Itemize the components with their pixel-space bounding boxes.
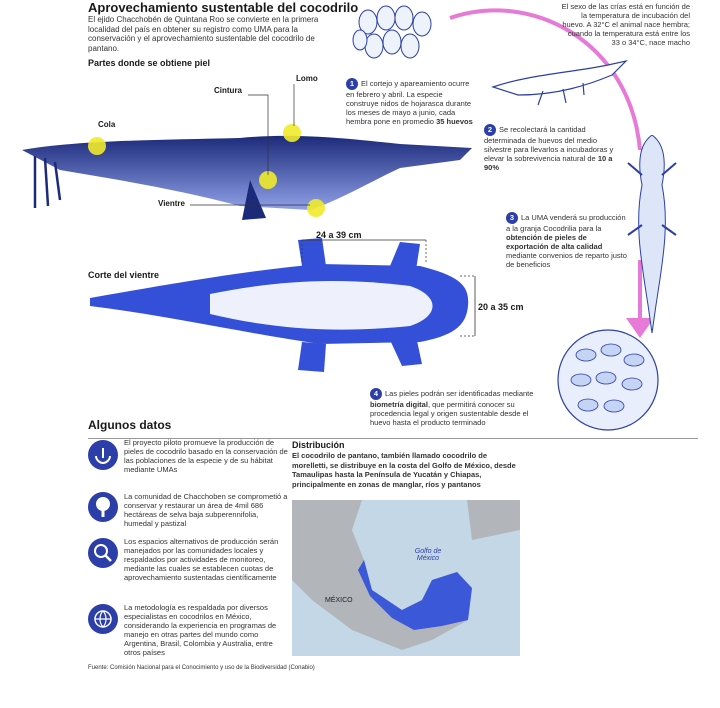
- fact-3-text: Los espacios alternativos de producción …: [124, 537, 279, 582]
- map-label-mexico: MÉXICO: [325, 597, 353, 604]
- step-1-highlight: 35 huevos: [436, 117, 473, 126]
- step-3-text-end: mediante convenios de reparto justo de b…: [506, 251, 627, 269]
- globe-icon: [88, 604, 118, 634]
- section-divider: [88, 438, 698, 439]
- distribution-heading: Distribución: [292, 440, 345, 450]
- part-leader-lines: [190, 84, 310, 206]
- hands-icon: [88, 440, 118, 470]
- step-4-highlight: biometría digital: [370, 400, 428, 409]
- facts-heading: Algunos datos: [88, 418, 172, 432]
- intro-text: El ejido Chacchobén de Quintana Roo se c…: [88, 15, 319, 53]
- lifecycle-arrow: [449, 8, 654, 338]
- distribution-text: El cocodrilo de pantano, también llamado…: [292, 451, 516, 489]
- step-3-number: 3: [506, 212, 518, 224]
- crocodile-side-illustration: [22, 135, 472, 220]
- temperature-note: El sexo de las crías está en función de …: [561, 2, 690, 47]
- belly-skin-illustration: [90, 238, 476, 372]
- step-3-highlight: obtención de pieles de exportación de al…: [506, 233, 603, 251]
- marker-cintura: [259, 171, 277, 189]
- page-title: Aprovechamiento sustentable del cocodril…: [88, 0, 359, 15]
- tree-icon: [88, 492, 118, 522]
- parts-heading: Partes donde se obtiene piel: [88, 58, 211, 68]
- step-1-number: 1: [346, 78, 358, 90]
- distribution-map: [292, 500, 520, 656]
- adult-crocodile-illustration: [627, 135, 677, 334]
- step-3-text: La UMA venderá su producción a la granja…: [506, 213, 626, 233]
- magnifier-icon: [88, 538, 118, 568]
- step-2-highlight: 10 a 90%: [484, 154, 613, 172]
- source-note: Fuente: Comisión Nacional para el Conoci…: [88, 665, 315, 671]
- measure-height: 20 a 35 cm: [478, 302, 524, 312]
- step-4-number: 4: [370, 388, 382, 400]
- map-label-gulf: Golfo de México: [414, 548, 442, 562]
- eggs-illustration: [352, 5, 432, 59]
- step-2-text: Se recolectará la cantidad determinada d…: [484, 125, 614, 163]
- step-1-text: El cortejo y apareamiento ocurre en febr…: [346, 79, 472, 126]
- fact-4-text: La metodología es respaldada por diverso…: [124, 603, 277, 657]
- fact-1-text: El proyecto piloto promueve la producció…: [124, 438, 288, 474]
- step-2-number: 2: [484, 124, 496, 136]
- marker-lomo: [283, 124, 301, 142]
- step-4-text: Las pieles podrán ser identificadas medi…: [385, 389, 534, 398]
- scale-pattern-magnifier: [557, 329, 659, 431]
- step-4-text-end: , que permitirá conocer su procedencia l…: [370, 400, 529, 427]
- label-lomo: Lomo: [296, 74, 318, 83]
- fact-2-text: La comunidad de Chacchoben se comprometi…: [124, 492, 288, 528]
- hatchling-illustration: [491, 59, 628, 106]
- marker-cola: [88, 137, 106, 155]
- belly-heading: Corte del vientre: [88, 270, 160, 280]
- label-cintura: Cintura: [214, 86, 242, 95]
- label-cola: Cola: [98, 120, 116, 129]
- measure-width: 24 a 39 cm: [316, 230, 362, 240]
- label-vientre: Vientre: [158, 199, 185, 208]
- marker-vientre: [307, 199, 325, 217]
